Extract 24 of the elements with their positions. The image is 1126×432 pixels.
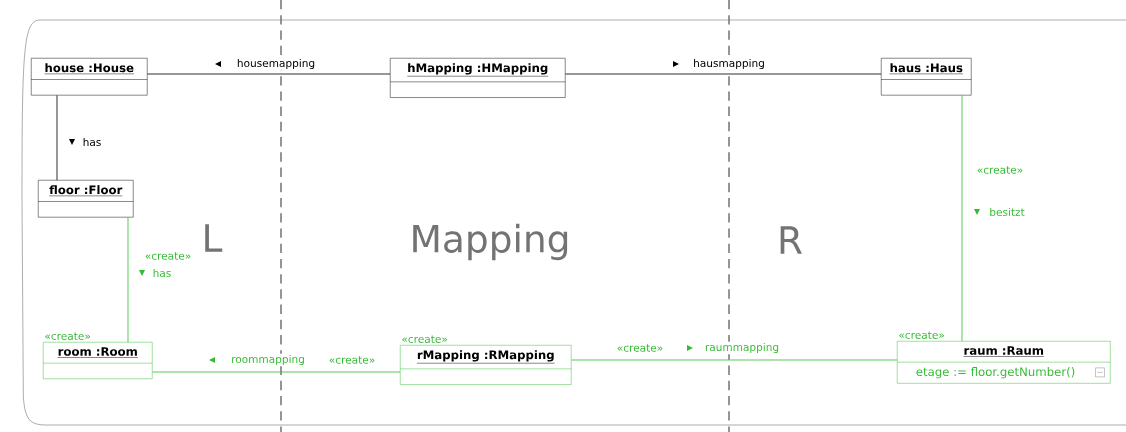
edge-label: raummapping [687, 341, 781, 355]
object-box: room :Room [43, 342, 153, 380]
stereotype-label: «create» [615, 343, 665, 353]
edge-label: has [69, 136, 103, 148]
object-box: rMapping :RMapping [400, 345, 572, 385]
region-label: R [780, 226, 802, 254]
edge-label: has [139, 267, 173, 279]
stereotype-label: «create» [975, 165, 1025, 175]
region-label: L [205, 224, 223, 252]
object-box: raum :Raum etage := floor.getNumber() [897, 341, 1111, 384]
edge-label: besitzt [974, 206, 1026, 218]
edge-label: housemapping [215, 57, 317, 71]
object-box: hMapping :HMapping [390, 58, 566, 98]
stereotype-label: «create» [327, 355, 377, 365]
object-box: haus :Haus [881, 58, 972, 96]
stereotype-label: «create» [899, 331, 944, 339]
stereotype-label: «create» [402, 335, 447, 343]
region-label: Mapping [413, 223, 568, 261]
object-box: house :House [31, 58, 148, 96]
edge-label: hausmapping [673, 57, 767, 71]
stereotype-label: «create» [143, 251, 193, 261]
edge-label: roommapping [209, 353, 307, 367]
stereotype-label: «create» [45, 332, 90, 340]
object-box: floor :Floor [38, 180, 134, 218]
